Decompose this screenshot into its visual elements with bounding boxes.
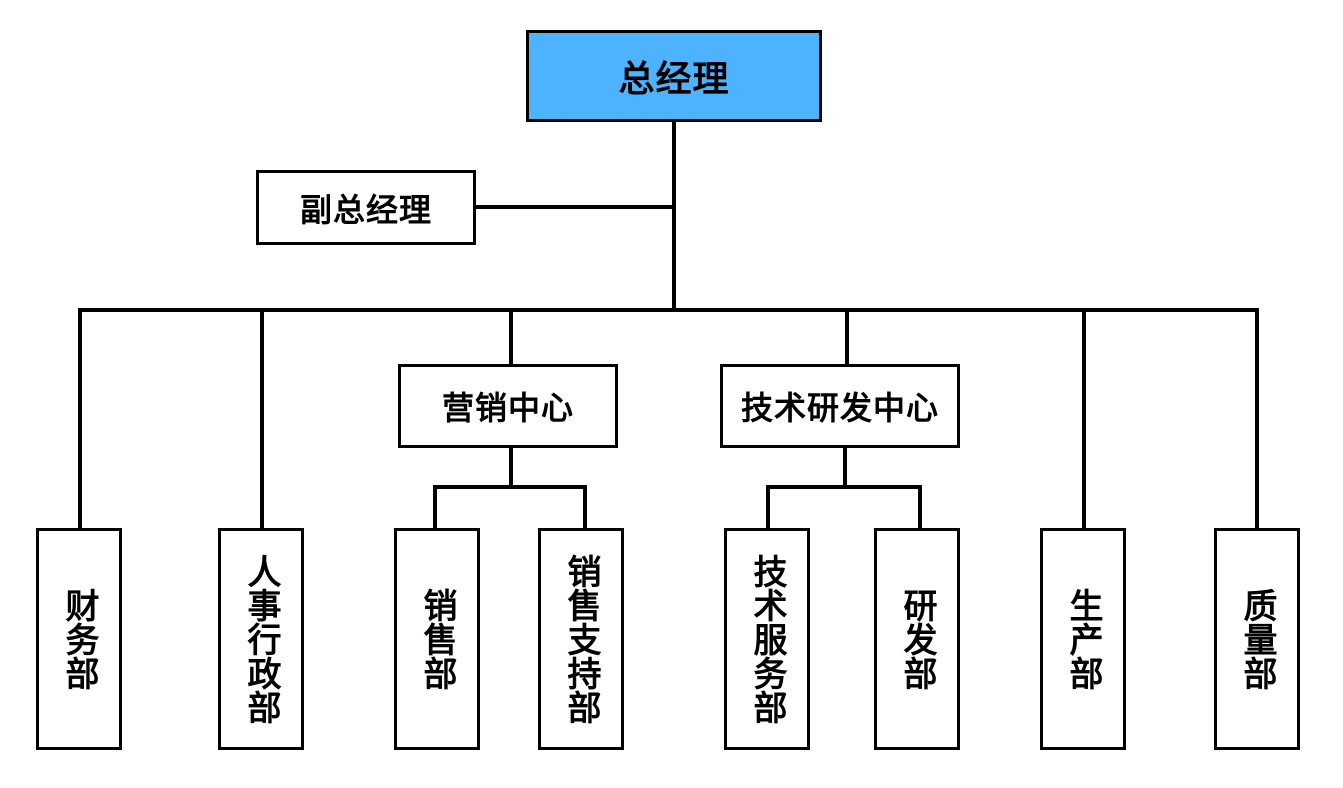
sales-dept-box: 销售部 xyxy=(394,528,480,750)
rnd-dept-box: 研发部 xyxy=(874,528,960,750)
finance-dept-box: 财务部 xyxy=(36,528,122,750)
marketing-center-box: 营销中心 xyxy=(398,364,618,448)
general-manager-box: 总经理 xyxy=(526,30,822,122)
tech-rd-center-box: 技术研发中心 xyxy=(720,364,960,448)
quality-dept-box: 质量部 xyxy=(1214,528,1300,750)
sales-support-dept-box: 销售支持部 xyxy=(538,528,624,750)
hr-admin-dept-box: 人事行政部 xyxy=(218,528,304,750)
tech-service-dept-box: 技术服务部 xyxy=(724,528,810,750)
deputy-general-manager-box: 副总经理 xyxy=(256,170,476,245)
production-dept-box: 生产部 xyxy=(1040,528,1126,750)
